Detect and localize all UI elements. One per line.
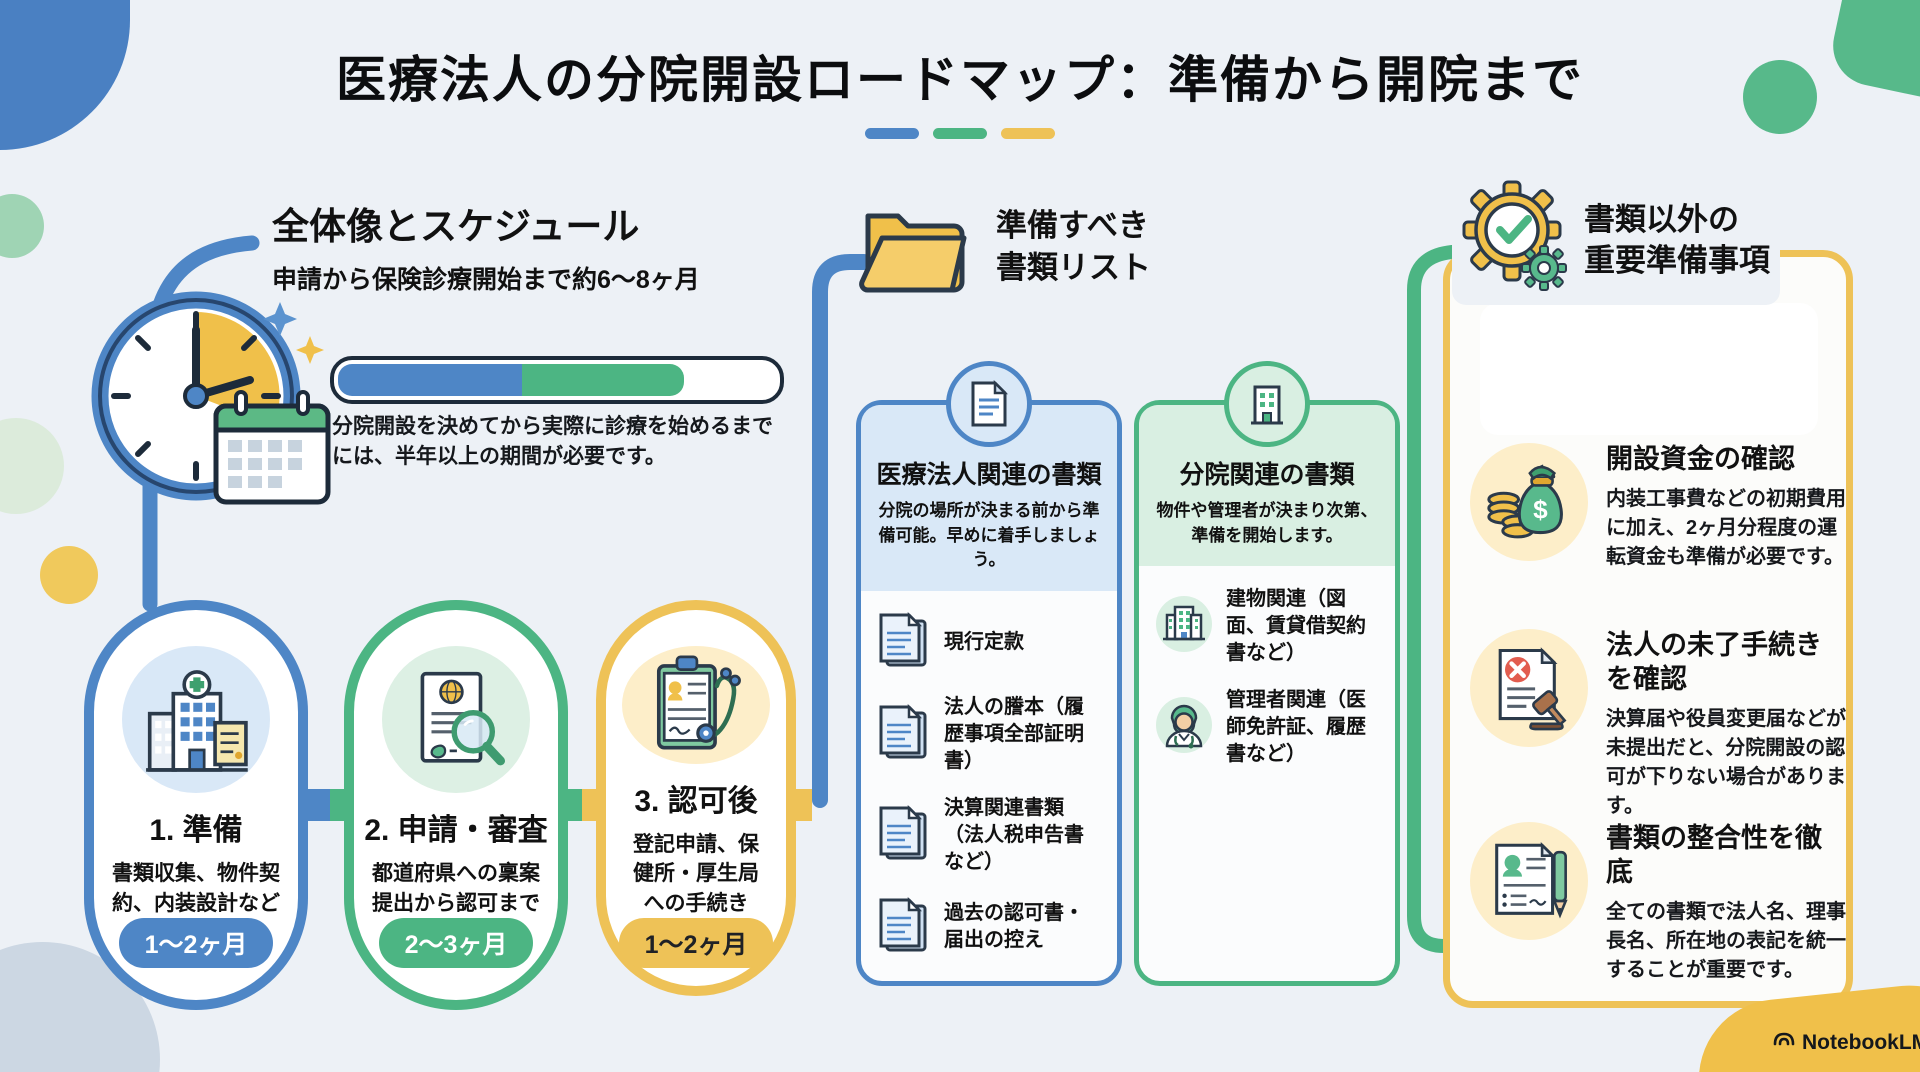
step-card-3: 3. 認可後 登記申請、保健所・厚生局への手続き 1〜2ヶ月 (596, 600, 796, 996)
progress-segment-blue (338, 364, 522, 396)
preparations-heading-line1: 書類以外の (1584, 202, 1739, 238)
doc-item-label: 現行定款 (944, 630, 1024, 653)
doc-item-label: 法人の謄本（履歴事項全部証明書） (944, 695, 1084, 772)
prep-body: 全ての書類で法人名、理事長名、所在地の表記を統一することが重要です。 (1606, 900, 1846, 981)
step1-title: 1. 準備 (149, 814, 243, 848)
list-item: 現行定款 (877, 611, 1103, 674)
document-pages-icon (877, 611, 931, 674)
prep-item-consistency: 書類の整合性を徹底 全ての書類で法人名、理事長名、所在地の表記を統一することが重… (1470, 822, 1848, 985)
schedule-subheading: 申請から保険診療開始まで約6〜8ヶ月 (272, 266, 700, 294)
document-pages-icon (877, 804, 931, 867)
prep-item-funding: $ 開設資金の確認 内装工事費などの初期費用に加え、2ヶ月分程度の運転資金も準備… (1470, 443, 1848, 572)
hospital-icon (122, 646, 270, 794)
building-circle-icon (1224, 361, 1310, 447)
brand-label: NotebookLM (1802, 1030, 1920, 1054)
step3-duration-badge: 1〜2ヶ月 (618, 918, 774, 969)
svg-text:$: $ (1533, 495, 1548, 525)
deco-circle-palegreen-left (0, 418, 64, 514)
other-preparations-card: $ 開設資金の確認 内装工事費などの初期費用に加え、2ヶ月分程度の運転資金も準備… (1443, 250, 1853, 1008)
prep-body: 決算届や役員変更届などが未提出だと、分院開設の認可が下りない場合があります。 (1606, 707, 1846, 817)
deco-circle-yellow-left (40, 546, 98, 604)
corporation-column-title: 医療法人関連の書類 (876, 461, 1102, 489)
prep-title: 法人の未了手続きを確認 (1606, 630, 1822, 694)
prep-title: 書類の整合性を徹底 (1606, 823, 1822, 887)
doc-item-label: 管理者関連（医師免許証、履歴書など） (1226, 689, 1366, 766)
page-title: 医療法人の分院開設ロードマップ：準備から開院まで (336, 52, 1584, 108)
corporation-documents-column: 医療法人関連の書類 分院の場所が決まる前から準備可能。早めに着手しましょう。 現… (856, 361, 1122, 986)
step2-title: 2. 申請・審査 (364, 814, 548, 848)
calendar-icon (213, 390, 331, 505)
prep-item-pending-procedures: 法人の未了手続きを確認 決算届や役員変更届などが未提出だと、分院開設の認可が下り… (1470, 629, 1848, 821)
step1-desc: 書類収集、物件契約、内装設計など (112, 862, 280, 915)
document-pen-icon (1470, 822, 1588, 940)
step2-duration-badge: 2〜3ヶ月 (378, 918, 534, 968)
prep-body: 内装工事費などの初期費用に加え、2ヶ月分程度の運転資金も準備が必要です。 (1606, 487, 1846, 568)
approval-clipboard-icon (622, 646, 770, 764)
list-item: 過去の認可書・届出の控え (877, 896, 1103, 959)
list-item: 建物関連（図面、賃貸借契約書など） (1155, 586, 1381, 667)
corporation-column-subtitle: 分院の場所が決まる前から準備可能。早めに着手しましょう。 (878, 501, 1100, 570)
step-card-2: 2. 申請・審査 都道府県への稟案提出から認可まで 2〜3ヶ月 (344, 600, 568, 1010)
prep-title: 開設資金の確認 (1606, 444, 1795, 474)
money-bag-icon: $ (1470, 443, 1588, 561)
doctor-icon (1155, 696, 1213, 759)
step-card-1: 1. 準備 書類収集、物件契約、内装設計など 1〜2ヶ月 (84, 600, 308, 1010)
step3-title: 3. 認可後 (634, 785, 758, 818)
document-circle-icon (946, 361, 1032, 447)
folder-icon (856, 194, 978, 299)
branch-documents-column: 分院関連の書類 物件や管理者が決まり次第、準備を開始します。 (1134, 361, 1400, 986)
step3-desc: 登記申請、保健所・厚生局への手続き (633, 833, 759, 915)
list-item: 決算関連書類（法人税申告書など） (877, 795, 1103, 876)
notebooklm-logo-icon (1772, 1028, 1796, 1057)
documents-heading-line1: 準備すべき (996, 207, 1149, 243)
empty-panel (1480, 303, 1818, 435)
doc-item-label: 決算関連書類（法人税申告書など） (944, 796, 1084, 873)
document-error-gavel-icon (1470, 629, 1588, 747)
deco-circle-green-left (0, 194, 44, 258)
schedule-heading: 全体像とスケジュール (272, 206, 640, 247)
branch-column-title: 分院関連の書類 (1179, 461, 1355, 489)
doc-item-label: 過去の認可書・届出の控え (944, 902, 1084, 952)
clock-calendar-icon (84, 284, 336, 539)
doc-item-label: 建物関連（図面、賃貸借契約書など） (1226, 588, 1366, 665)
branch-column-subtitle: 物件や管理者が決まり次第、準備を開始します。 (1156, 501, 1378, 545)
gear-check-icon (1456, 180, 1572, 301)
document-pages-icon (877, 703, 931, 766)
sparkle-icons (263, 302, 324, 364)
progress-segment-green (521, 364, 684, 396)
deco-circle-green-top-right (1743, 60, 1817, 134)
title-underline-dashes (0, 128, 1920, 139)
documents-heading-line2: 書類リスト (996, 249, 1151, 285)
schedule-note: 分院開設を決めてから実際に診療を始めるまでには、半年以上の期間が必要です。 (332, 415, 773, 469)
preparations-heading-line2: 重要準備事項 (1584, 242, 1770, 278)
application-review-icon (382, 646, 530, 794)
step2-desc: 都道府県への稟案提出から認可まで (372, 862, 540, 915)
step1-duration-badge: 1〜2ヶ月 (118, 918, 274, 968)
document-pages-icon (877, 896, 931, 959)
building-icon (1155, 595, 1213, 658)
list-item: 法人の謄本（履歴事項全部証明書） (877, 694, 1103, 775)
list-item: 管理者関連（医師免許証、履歴書など） (1155, 687, 1381, 768)
brand-badge: NotebookLM (1772, 1028, 1920, 1057)
timeline-progress-bar (330, 356, 784, 404)
